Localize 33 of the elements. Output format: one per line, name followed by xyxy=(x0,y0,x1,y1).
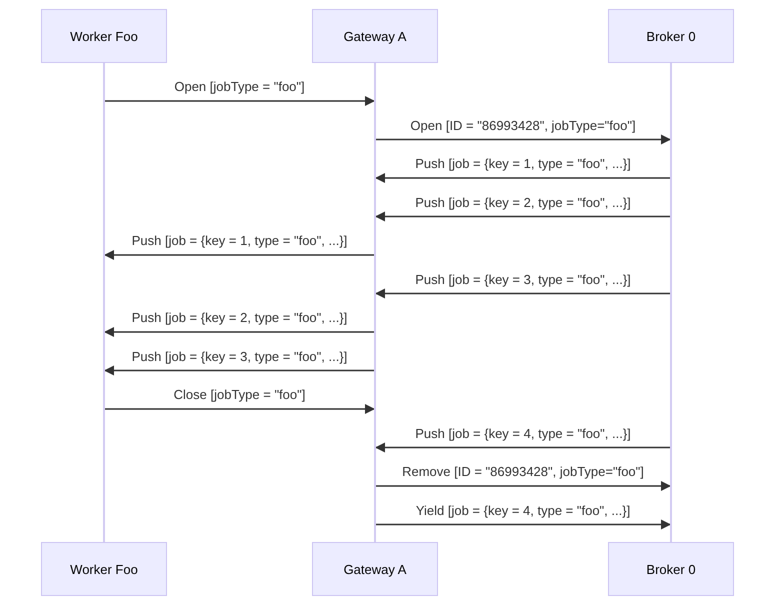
lifeline xyxy=(670,63,672,542)
message-arrow xyxy=(375,288,670,298)
message-label: Yield [job = {key = 4, type = "foo", ...}] xyxy=(414,502,632,518)
message-label: Push [job = {key = 4, type = "foo", ...}] xyxy=(413,426,633,440)
message-arrow xyxy=(104,366,374,376)
participant-box: Worker Foo xyxy=(41,9,167,63)
message-arrow xyxy=(104,327,374,337)
message-label: Close [jobType = "foo"] xyxy=(172,387,308,402)
participant-box: Gateway A xyxy=(312,9,438,63)
message-label: Open [ID = "86993428", jobType="foo"] xyxy=(408,118,638,132)
message-arrow xyxy=(104,250,374,260)
message-label: Push [job = {key = 2, type = "foo", ...}] xyxy=(130,310,350,325)
message-arrow xyxy=(376,520,671,530)
participant-box: Worker Foo xyxy=(41,542,167,596)
message-arrow xyxy=(105,404,375,414)
lifeline xyxy=(374,63,376,542)
message-label: Push [job = {key = 3, type = "foo", ...}] xyxy=(413,272,633,286)
message-label: Remove [ID = "86993428", jobType="foo"] xyxy=(400,464,646,479)
message-arrow xyxy=(375,212,670,222)
participant-box: Broker 0 xyxy=(608,542,734,596)
message-label: Push [job = {key = 1, type = "foo", ...}] xyxy=(130,233,350,248)
lifeline xyxy=(103,63,105,542)
participant-box: Gateway A xyxy=(312,542,438,596)
participant-box: Broker 0 xyxy=(608,9,734,63)
message-label: Push [job = {key = 1, type = "foo", ...}] xyxy=(413,156,633,171)
message-arrow xyxy=(376,481,671,491)
message-label: Push [job = {key = 2, type = "foo", ...}] xyxy=(413,194,633,210)
message-arrow xyxy=(375,442,670,452)
message-arrow xyxy=(376,134,671,144)
message-label: Open [jobType = "foo"] xyxy=(172,79,307,94)
message-arrow xyxy=(105,96,375,106)
message-label: Push [job = {key = 3, type = "foo", ...}] xyxy=(130,348,350,364)
message-arrow xyxy=(375,173,670,183)
